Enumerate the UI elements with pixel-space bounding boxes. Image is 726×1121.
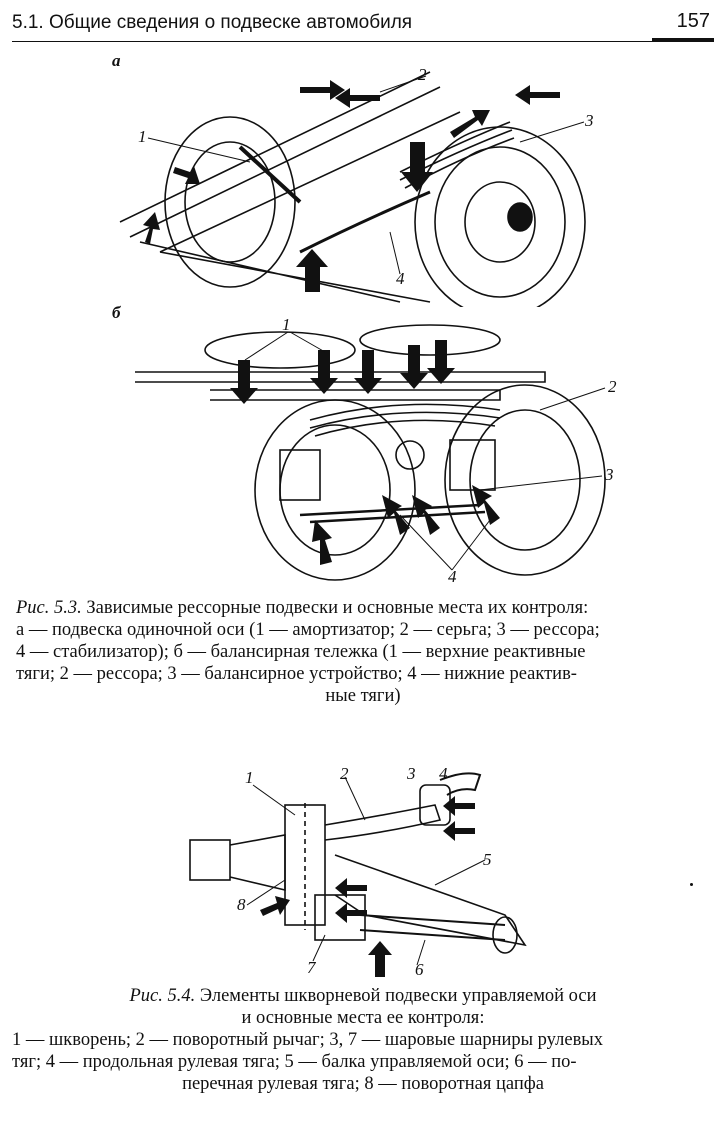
front-tandem-wheel-drawing (254, 399, 416, 581)
caption-5-4-line-5: перечная рулевая тяга; 8 — поворотная ца… (182, 1074, 544, 1094)
frame-rail-drawing (119, 71, 461, 253)
fig-5-4-callout-4: 4 (439, 765, 448, 783)
panel-a-callout-2: 2 (418, 65, 427, 84)
fig-5-4-callout-7: 7 (307, 958, 317, 977)
header-rule-thin (12, 41, 714, 42)
stub-axle-drawing (189, 839, 231, 881)
caption-5-4-line-3: 1 — шкворень; 2 — поворотный рычаг; 3, 7… (12, 1030, 603, 1050)
stabilizer-drawing (299, 190, 431, 254)
axle-beam-drawing-5-4 (334, 854, 527, 947)
page-number: 157 (676, 10, 710, 32)
caption-5-3-line-3: 4 — стабилизатор); б — балансирная тележ… (16, 642, 586, 662)
fig-5-4-callout-5: 5 (483, 850, 492, 869)
panel-b-letter: б (112, 303, 122, 322)
inspection-arrows-b (230, 340, 500, 565)
panel-a-callout-4: 4 (396, 269, 405, 288)
caption-5-3-line-5: ные тяги) (325, 686, 401, 706)
figure-5-4-caption: Рис. 5.4. Элементы шкворневой подвески у… (12, 985, 714, 1095)
tie-rod-drawing (359, 914, 506, 941)
panel-b-callout-4: 4 (448, 567, 457, 586)
header-rule-thick (652, 38, 714, 42)
panel-a-callout-3: 3 (584, 111, 594, 130)
caption-5-4-label: Рис. 5.4. (129, 986, 196, 1006)
fig-5-4-callout-2: 2 (340, 765, 349, 783)
steering-arm-drawing (324, 804, 442, 841)
caption-5-3-line-2: а — подвеска одиночной оси (1 — амортиза… (16, 620, 600, 640)
fig-5-4-callout-6: 6 (415, 960, 424, 979)
caption-5-3-label: Рис. 5.3. (16, 598, 82, 618)
section-title: 5.1. Общие сведения о подвеске автомобил… (12, 12, 413, 33)
caption-5-3-line-1: Зависимые рессорные подвески и основные … (81, 598, 589, 618)
spring-pack-drawing (309, 403, 501, 437)
fig-5-4-callout-8: 8 (237, 895, 246, 914)
shock-absorber-drawing (238, 145, 302, 204)
figure-5-3-panel-b: б 1 2 3 (100, 300, 640, 590)
running-header: 5.1. Общие сведения о подвеске автомобил… (12, 4, 714, 42)
fig-5-4-callout-1: 1 (245, 768, 254, 787)
axle-beam-drawing (139, 241, 431, 303)
panel-b-callout-1: 1 (282, 315, 291, 334)
left-wheel-drawing (164, 116, 296, 288)
fig-5-4-callout-3: 3 (406, 765, 416, 783)
panel-b-callout-3: 3 (604, 465, 614, 484)
figure-5-3-panel-a: а 1 2 3 4 (100, 52, 620, 307)
inspection-arrows (143, 80, 560, 292)
frame-drawing (135, 371, 546, 383)
panel-b-callout-2: 2 (608, 377, 617, 396)
figure-5-3-caption: Рис. 5.3. Зависимые рессорные подвески и… (16, 597, 710, 707)
lower-ball-joint-drawing (314, 894, 366, 941)
inspection-arrows-5-4 (260, 796, 475, 977)
rear-tandem-wheel-drawing (444, 384, 606, 576)
caption-5-3-line-4: тяги; 2 — рессора; 3 — балансирное устро… (16, 664, 577, 684)
stray-dot (690, 883, 693, 886)
panel-a-letter: а (112, 52, 121, 70)
drag-link-drawing (439, 772, 482, 796)
balance-device-drawing (395, 440, 425, 470)
caption-5-4-line-1: Элементы шкворневой подвески управляемой… (195, 986, 597, 1006)
caption-5-4-line-2: и основные места ее контроля: (241, 1008, 485, 1028)
panel-a-callout-1: 1 (138, 127, 147, 146)
right-wheel-drawing (414, 126, 586, 307)
caption-5-4-line-4: тяг; 4 — продольная рулевая тяга; 5 — ба… (12, 1052, 577, 1072)
figure-5-4: 1 2 3 4 5 6 7 8 (185, 765, 545, 980)
